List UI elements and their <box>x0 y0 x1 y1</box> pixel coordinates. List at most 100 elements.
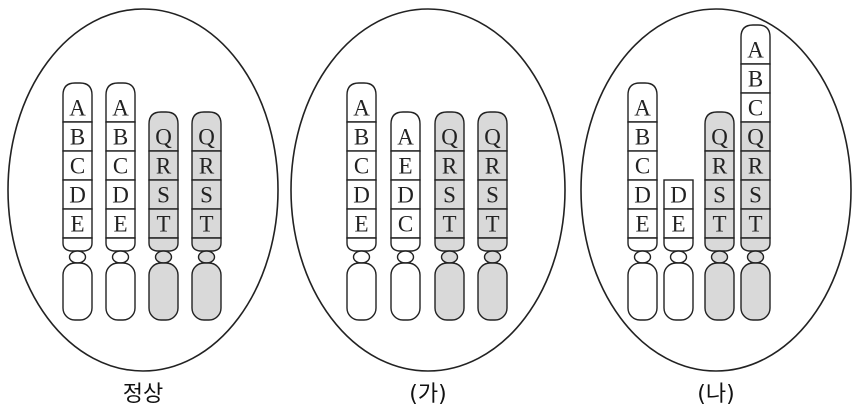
gene-label-A: A <box>112 96 129 121</box>
centromere <box>396 250 415 264</box>
gene-band <box>105 150 136 181</box>
lower-arm <box>663 262 694 321</box>
centromere <box>633 250 652 264</box>
gene-label-T: T <box>156 212 170 237</box>
centromere <box>746 250 765 264</box>
gene-band <box>740 150 771 181</box>
gene-band <box>477 111 508 152</box>
lower-arm <box>62 262 93 321</box>
gene-label-C: C <box>70 154 85 179</box>
centromere <box>440 250 459 264</box>
gene-label-R: R <box>199 154 215 179</box>
gene-band <box>663 179 694 210</box>
gene-label-R: R <box>748 154 764 179</box>
chromosome-neck <box>390 237 421 252</box>
gene-band <box>105 82 136 123</box>
chromosome-neck <box>62 237 93 252</box>
cell-outline <box>290 8 566 372</box>
gene-band <box>704 179 735 210</box>
gene-band <box>346 121 377 152</box>
gene-label-S: S <box>486 183 499 208</box>
cell-outline <box>7 8 279 372</box>
gene-band <box>434 179 465 210</box>
gene-band <box>346 82 377 123</box>
gene-label-Q: Q <box>747 125 764 150</box>
panel-label-normal: 정상 <box>122 382 164 407</box>
gene-band <box>105 179 136 210</box>
gene-label-S: S <box>443 183 456 208</box>
gene-label-Q: Q <box>711 125 728 150</box>
gene-label-C: C <box>354 154 369 179</box>
gene-label-T: T <box>199 212 213 237</box>
gene-label-S: S <box>200 183 213 208</box>
chromosome: DE <box>663 179 694 321</box>
lower-arm <box>346 262 377 321</box>
gene-label-E: E <box>70 212 84 237</box>
gene-label-R: R <box>442 154 458 179</box>
gene-label-T: T <box>485 212 499 237</box>
gene-label-R: R <box>485 154 501 179</box>
lower-arm <box>191 262 222 321</box>
gene-label-S: S <box>157 183 170 208</box>
gene-band <box>740 179 771 210</box>
gene-band <box>627 121 658 152</box>
chromosome-neck <box>627 237 658 252</box>
gene-label-D: D <box>112 183 129 208</box>
gene-band <box>627 179 658 210</box>
gene-label-B: B <box>70 125 85 150</box>
gene-label-A: A <box>353 96 370 121</box>
lower-arm <box>627 262 658 321</box>
gene-label-E: E <box>671 212 685 237</box>
gene-band <box>740 208 771 239</box>
gene-label-R: R <box>712 154 728 179</box>
gene-band <box>390 111 421 152</box>
gene-label-R: R <box>156 154 172 179</box>
chromosome-neck <box>434 237 465 252</box>
centromere <box>68 250 87 264</box>
gene-label-Q: Q <box>484 125 501 150</box>
gene-label-C: C <box>635 154 650 179</box>
gene-label-A: A <box>397 125 414 150</box>
gene-label-A: A <box>747 38 764 63</box>
gene-label-A: A <box>69 96 86 121</box>
lower-arm <box>434 262 465 321</box>
gene-band <box>346 179 377 210</box>
panel-label-ga: (가) <box>409 382 447 407</box>
gene-label-B: B <box>113 125 128 150</box>
gene-label-D: D <box>69 183 86 208</box>
gene-label-D: D <box>353 183 370 208</box>
gene-band <box>191 179 222 210</box>
chromosome-neck <box>105 237 136 252</box>
gene-label-D: D <box>397 183 414 208</box>
centromere <box>197 250 216 264</box>
gene-band <box>105 121 136 152</box>
gene-band <box>627 150 658 181</box>
centromere <box>352 250 371 264</box>
gene-label-B: B <box>635 125 650 150</box>
gene-label-B: B <box>354 125 369 150</box>
gene-band <box>346 150 377 181</box>
gene-label-C: C <box>113 154 128 179</box>
gene-band <box>105 208 136 239</box>
gene-label-B: B <box>748 67 763 92</box>
centromere <box>669 250 688 264</box>
chromosome-neck <box>191 237 222 252</box>
gene-label-A: A <box>634 96 651 121</box>
gene-band <box>148 179 179 210</box>
gene-band <box>740 24 771 65</box>
gene-band <box>62 82 93 123</box>
gene-band <box>704 111 735 152</box>
gene-band <box>477 208 508 239</box>
